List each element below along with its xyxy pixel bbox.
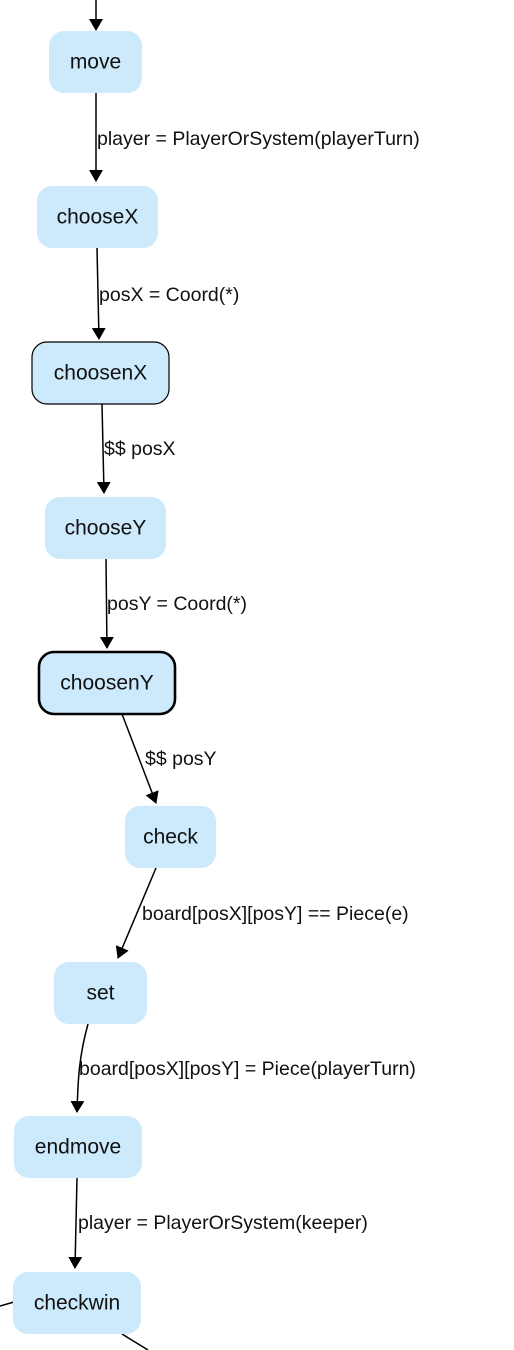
edge-check-to-set: board[posX][posY] == Piece(e) bbox=[115, 867, 409, 959]
edge-label: player = PlayerOrSystem(playerTurn) bbox=[97, 128, 420, 150]
edge-chooseY-to-choosenY: posY = Coord(*) bbox=[99, 558, 247, 649]
node-endmove[interactable]: endmove bbox=[14, 1116, 142, 1178]
edge-label: $$ posX bbox=[104, 438, 176, 460]
node-label: endmove bbox=[35, 1136, 121, 1159]
node-move[interactable]: move bbox=[49, 31, 142, 93]
edge-line bbox=[96, 403, 111, 494]
node-set[interactable]: set bbox=[54, 962, 147, 1024]
edge-label: posX = Coord(*) bbox=[99, 284, 239, 306]
node-check[interactable]: check bbox=[125, 806, 216, 868]
node-chooseY[interactable]: chooseY bbox=[45, 497, 166, 559]
edges: player = PlayerOrSystem(playerTurn) posX… bbox=[0, 0, 420, 1350]
node-label: chooseY bbox=[65, 517, 147, 540]
node-checkwin[interactable]: checkwin bbox=[13, 1272, 141, 1334]
node-chooseX[interactable]: chooseX bbox=[37, 186, 158, 248]
edge-line bbox=[99, 558, 114, 649]
edge-set-to-endmove: board[posX][posY] = Piece(playerTurn) bbox=[70, 1023, 416, 1113]
edge-line bbox=[70, 1023, 89, 1113]
node-label: choosenY bbox=[60, 672, 153, 695]
nodes: move chooseX choosenX chooseY choosenY c… bbox=[13, 31, 216, 1334]
edge-move-to-chooseX: player = PlayerOrSystem(playerTurn) bbox=[89, 93, 420, 182]
node-label: move bbox=[70, 51, 121, 74]
edge-label: $$ posY bbox=[145, 748, 217, 770]
edge-line bbox=[68, 1177, 83, 1269]
edge-line bbox=[121, 713, 159, 804]
node-choosenX[interactable]: choosenX bbox=[31, 341, 170, 405]
edge-line bbox=[115, 867, 157, 959]
node-label: check bbox=[143, 826, 198, 849]
edge-choosenX-to-chooseY: $$ posX bbox=[96, 403, 176, 494]
edge-label: board[posX][posY] == Piece(e) bbox=[142, 903, 409, 925]
node-label: chooseX bbox=[57, 206, 139, 229]
outgoing-edge-bottom bbox=[121, 1333, 149, 1350]
edge-label: board[posX][posY] = Piece(playerTurn) bbox=[79, 1058, 416, 1080]
outgoing-edge-left bbox=[0, 1301, 15, 1307]
node-choosenY[interactable]: choosenY bbox=[37, 650, 177, 716]
node-label: choosenX bbox=[54, 362, 147, 385]
edge-choosenY-to-check: $$ posY bbox=[121, 713, 217, 804]
edge-line bbox=[91, 247, 106, 340]
edge-label: posY = Coord(*) bbox=[107, 593, 247, 615]
edge-endmove-to-checkwin: player = PlayerOrSystem(keeper) bbox=[68, 1177, 368, 1269]
edge-label: player = PlayerOrSystem(keeper) bbox=[78, 1212, 368, 1234]
node-label: checkwin bbox=[34, 1292, 120, 1315]
node-label: set bbox=[86, 982, 114, 1005]
edge-chooseX-to-choosenX: posX = Coord(*) bbox=[91, 247, 239, 340]
